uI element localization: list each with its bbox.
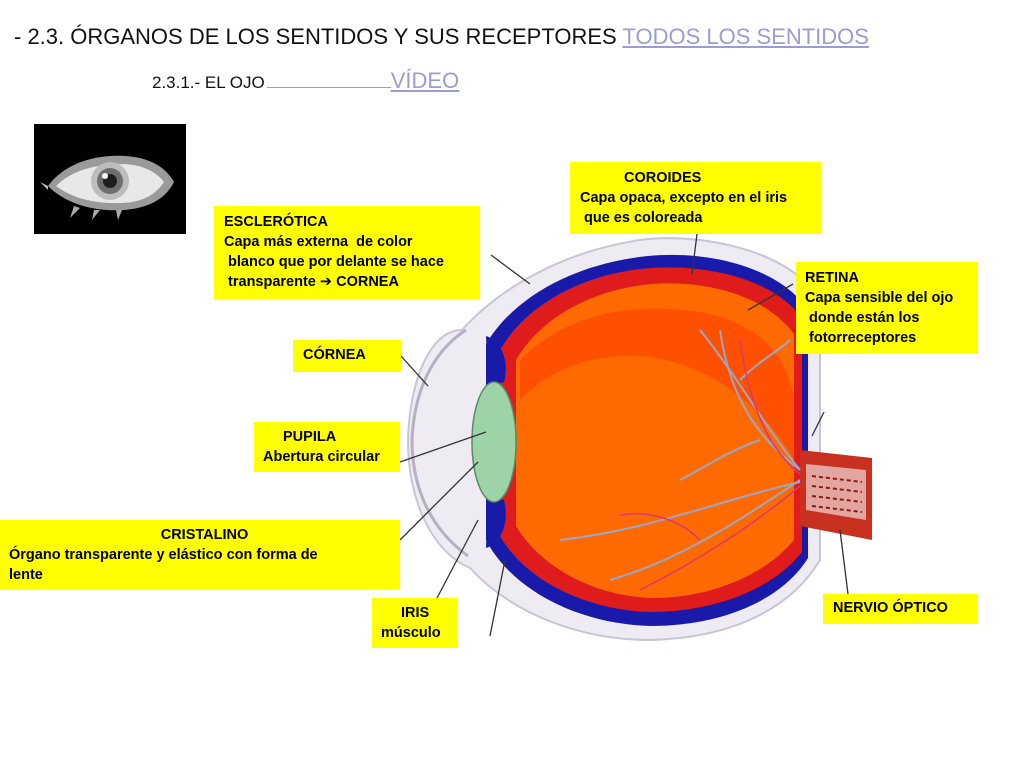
retina-line2: donde están los [805,310,920,326]
cristalino-line2: lente [9,567,43,583]
coroides-line2: que es coloreada [584,210,703,226]
optic-nerve [800,450,872,540]
cristalino-title: CRISTALINO [160,527,249,543]
esclerotica-title: ESCLERÓTICA [224,214,328,230]
cornea-title: CÓRNEA [303,347,366,363]
iris-line1: músculo [381,625,441,641]
section-subtitle: 2.3.1.- EL OJO VÍDEO [152,68,459,94]
eye-thumbnail-image [34,124,186,234]
pupila-title: PUPILA [283,429,337,445]
coroides-line1: Capa opaca, excepto en el iris [580,190,788,206]
label-retina: RETINA Capa sensible del ojo donde están… [796,262,978,354]
label-cornea: CÓRNEA [293,340,401,372]
esclerotica-line3-end: CORNEA [332,274,399,290]
label-esclerotica: ESCLERÓTICA Capa más externa de color bl… [214,206,480,299]
iris-title: IRIS [401,605,430,621]
retina-line1: Capa sensible del ojo [805,290,954,306]
vitreous-body [516,283,794,598]
title-text: - 2.3. ÓRGANOS DE LOS SENTIDOS Y SUS REC… [14,24,623,49]
pupila-line1: Abertura circular [263,449,380,465]
subtitle-text: 2.3.1.- EL OJO [152,73,265,92]
label-iris: IRIS músculo [372,598,457,648]
arrow-right-icon: ➔ [319,274,333,290]
esclerotica-line2: blanco que por delante se hace [224,254,444,270]
pointer-lines [399,233,849,637]
retina-title: RETINA [805,270,859,286]
video-link[interactable]: VÍDEO [390,68,460,93]
coroides-title: COROIDES [624,170,702,186]
label-coroides: COROIDES Capa opaca, excepto en el iris … [570,162,821,234]
page-title: - 2.3. ÓRGANOS DE LOS SENTIDOS Y SUS REC… [14,24,869,50]
label-nervio-optico: NERVIO ÓPTICO [823,594,977,624]
esclerotica-line1: Capa más externa de color [224,234,413,250]
crystalline-lens [471,381,517,503]
label-cristalino: CRISTALINO Órgano transparente y elástic… [0,520,400,590]
iris-upper [486,336,506,386]
label-pupila: PUPILA Abertura circular [254,422,400,472]
eye-icon [34,124,186,234]
retina-line3: fotorreceptores [805,330,917,346]
iris-lower [486,496,506,548]
cristalino-line1: Órgano transparente y elástico con forma… [9,547,318,563]
esclerotica-line3: transparente ➔ CORNEA [224,272,480,292]
all-senses-link[interactable]: TODOS LOS SENTIDOS [622,24,869,49]
cornea-outline [410,328,469,558]
retinal-arteries [619,339,801,591]
nervio-optico-title: NERVIO ÓPTICO [833,600,948,616]
esclerotica-line3-text: transparente [224,274,316,290]
link-underline-spacer [266,73,391,88]
retinal-vessels [559,329,801,581]
